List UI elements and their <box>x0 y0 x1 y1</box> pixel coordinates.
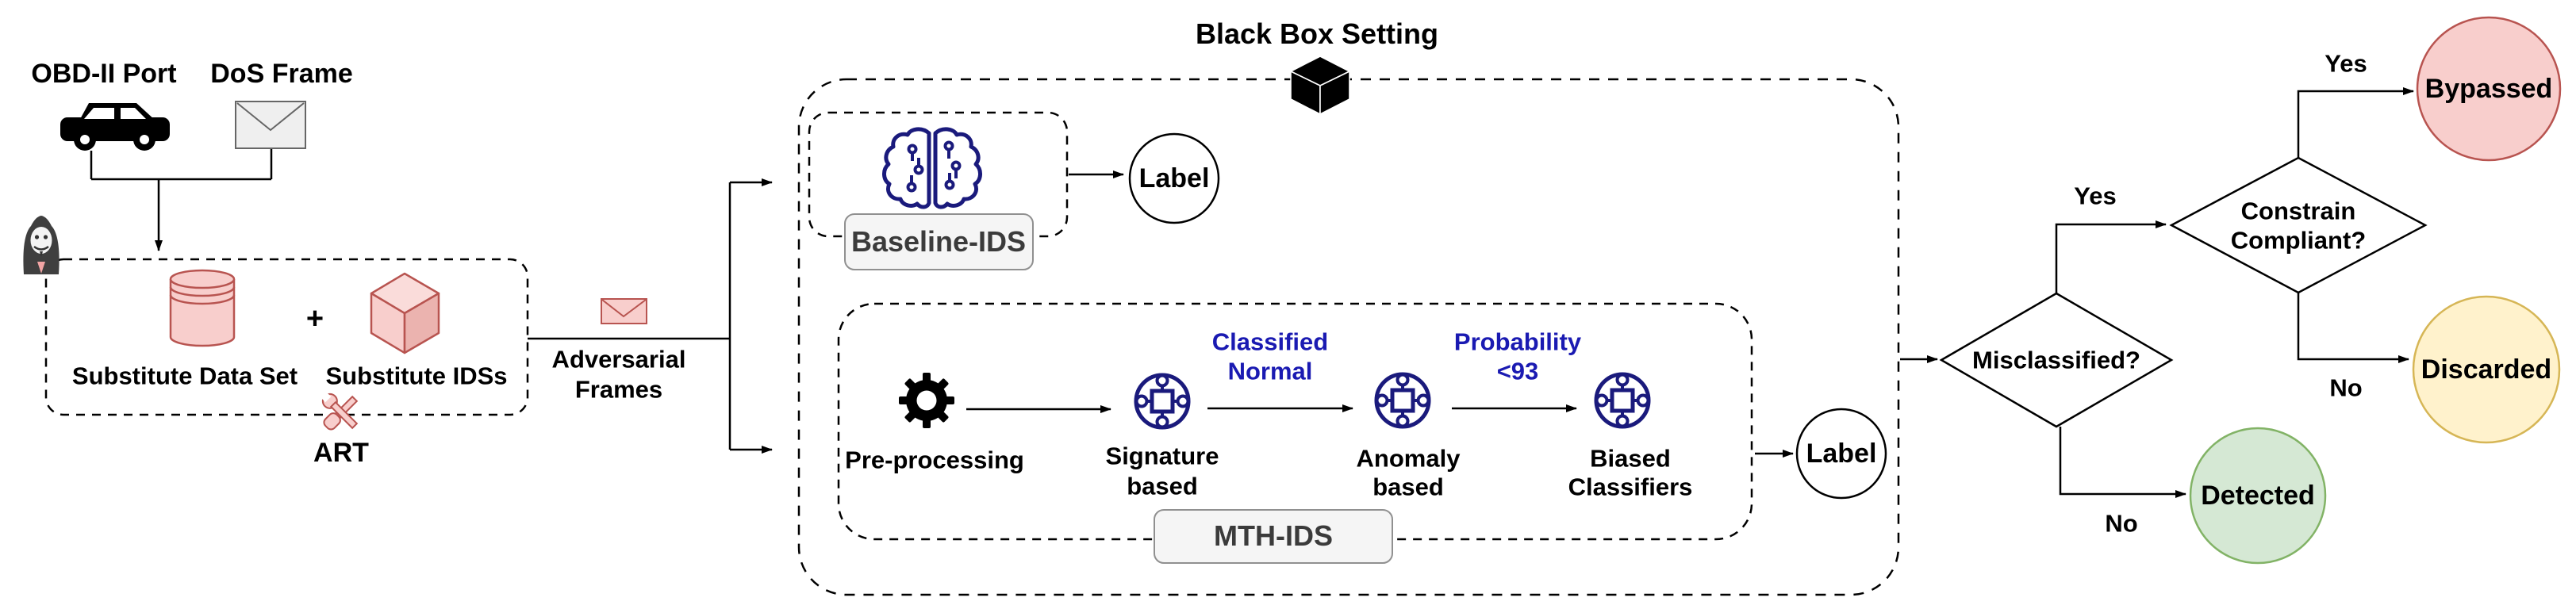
signature-based-label-2: based <box>1127 472 1198 500</box>
mth-ids-plate <box>1154 509 1393 564</box>
signature-based-label: Signature <box>1105 442 1219 470</box>
brain-circuit-icon <box>882 127 982 209</box>
constrain-compliant-label-2: Compliant? <box>2230 226 2367 255</box>
baseline-ids-plate <box>844 213 1034 270</box>
gear-icon <box>899 373 954 428</box>
misclassified-label: Misclassified? <box>1972 346 2140 374</box>
discarded-label: Discarded <box>2421 354 2552 385</box>
mth-output-label: Label <box>1806 439 1877 469</box>
database-icon <box>169 269 236 347</box>
probability-label: Probability <box>1453 327 1582 356</box>
substitute-ids-label: Substitute IDSs <box>325 362 508 390</box>
art-label: ART <box>313 438 369 468</box>
classifier-hub-icon-anomaly <box>1374 372 1431 429</box>
detected-circle <box>2189 427 2327 565</box>
envelope-icon <box>235 101 306 149</box>
baseline-ids-plate-label: Baseline-IDS <box>850 225 1027 258</box>
adversarial-envelope-icon <box>601 298 647 324</box>
detected-label: Detected <box>2201 481 2315 511</box>
obd-port-label: OBD-II Port <box>31 59 177 89</box>
misclassified-yes-label: Yes <box>2074 182 2117 210</box>
dos-frame-label: DoS Frame <box>210 59 353 89</box>
hacker-icon <box>23 216 60 274</box>
substitute-dataset-label: Substitute Data Set <box>71 362 298 390</box>
black-box-cube-icon <box>1290 56 1350 115</box>
substitute-art-box <box>44 258 529 416</box>
tools-icon <box>320 391 359 431</box>
preprocessing-label: Pre-processing <box>845 446 1024 474</box>
adversarial-frames-label-2: Frames <box>574 375 663 404</box>
plus-sign: + <box>305 302 324 335</box>
constrain-yes-label: Yes <box>2325 49 2367 78</box>
anomaly-based-label: Anomaly <box>1356 444 1461 473</box>
connectors <box>90 87 2414 498</box>
classified-normal-label-2: Normal <box>1227 357 1313 385</box>
baseline-output-label: Label <box>1138 163 1210 193</box>
mth-label-circle <box>1795 408 1887 500</box>
constrain-compliant-diamond <box>2169 156 2428 294</box>
anomaly-based-label-2: based <box>1372 473 1444 501</box>
misclassified-no-label: No <box>2105 509 2138 538</box>
baseline-ids-box <box>808 111 1069 238</box>
bypassed-circle <box>2416 16 2562 162</box>
biased-classifiers-label-2: Classifiers <box>1568 473 1693 501</box>
bypassed-label: Bypassed <box>2424 74 2553 104</box>
adversarial-frames-label: Adversarial <box>551 345 686 373</box>
classifier-hub-icon-signature <box>1134 373 1191 430</box>
biased-classifiers-label: Biased <box>1590 444 1671 473</box>
classifier-hub-icon-biased <box>1594 372 1651 429</box>
constrain-no-label: No <box>2329 373 2363 402</box>
baseline-label-circle <box>1128 132 1220 224</box>
car-icon <box>60 103 170 151</box>
constrain-compliant-label: Constrain <box>2240 197 2356 225</box>
probability-label-2: <93 <box>1496 357 1539 385</box>
misclassified-diamond <box>1939 292 2174 428</box>
black-box-setting-title: Black Box Setting <box>1195 17 1439 50</box>
discarded-circle <box>2412 295 2561 444</box>
ids-cube-icon <box>370 272 440 354</box>
classified-normal-label: Classified <box>1211 327 1329 356</box>
mth-ids-plate-label: MTH-IDS <box>1214 519 1333 552</box>
mth-ids-box <box>837 302 1753 541</box>
